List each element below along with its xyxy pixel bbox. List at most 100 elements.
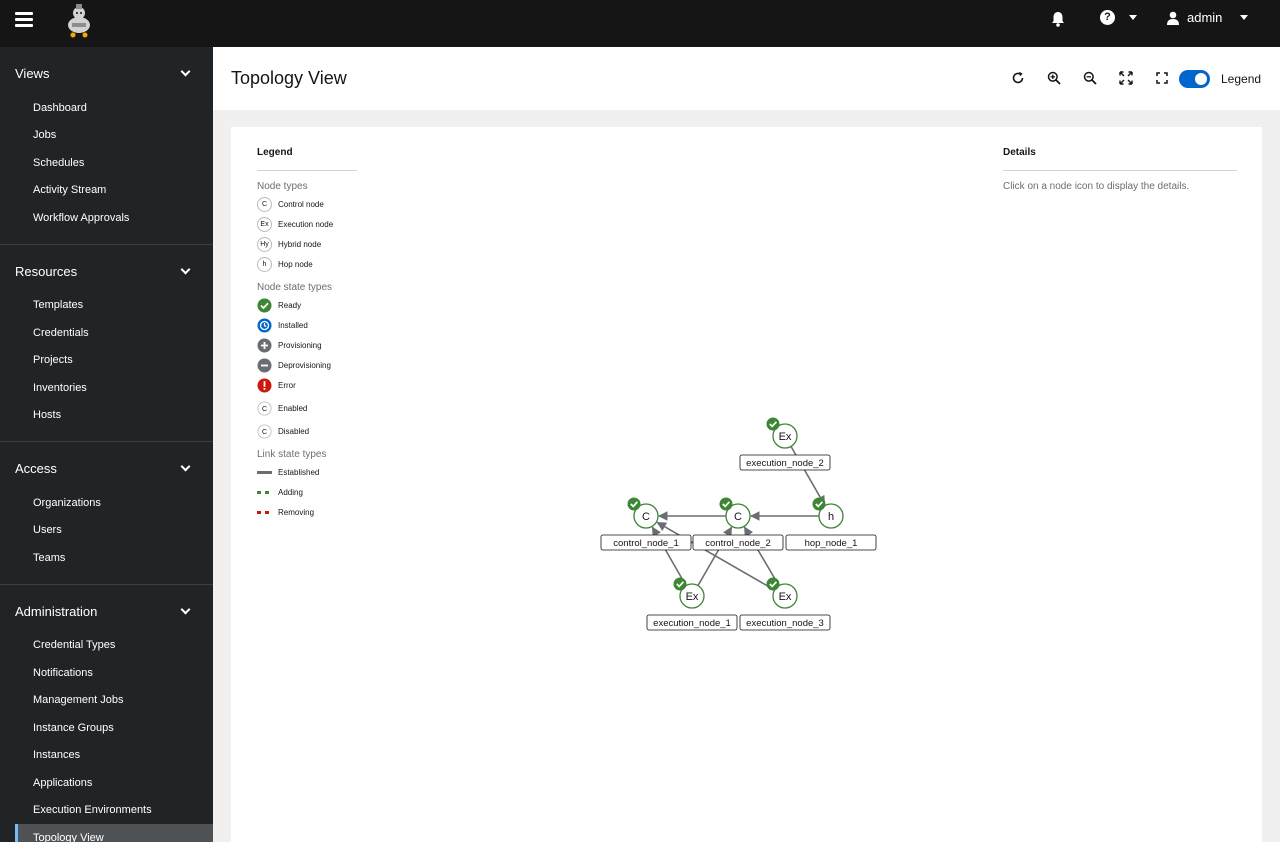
sidebar-item-templates[interactable]: Templates	[33, 299, 84, 312]
sidebar-item-instance-groups[interactable]: Instance Groups	[33, 721, 114, 734]
node-badge: C	[257, 197, 272, 212]
legend-label: Adding	[278, 488, 303, 497]
legend-link-state-adding: Adding	[257, 485, 357, 500]
clock-circle-icon	[257, 318, 272, 333]
link-execution-node-3-to-control-node-1[interactable]	[656, 521, 775, 591]
zoom-out-icon[interactable]	[1083, 71, 1097, 85]
node-circle[interactable]	[633, 503, 659, 529]
check-circle-icon	[766, 417, 780, 431]
nav-group-label: Views	[15, 66, 50, 81]
masthead: ? admin	[0, 0, 1280, 47]
minus-circle-icon	[257, 358, 272, 373]
node-badge: Ex	[257, 217, 272, 232]
nav-group-toggle-views[interactable]: Views	[0, 47, 213, 100]
node-circle[interactable]	[772, 423, 798, 449]
sidebar-item-jobs[interactable]: Jobs	[33, 129, 57, 142]
help-dropdown[interactable]: ?	[1100, 10, 1137, 25]
chevron-down-icon	[180, 264, 191, 274]
legend-label: Ready	[278, 301, 302, 310]
hamburger-menu-icon[interactable]	[15, 12, 33, 27]
sidebar-item-users[interactable]: Users	[33, 524, 62, 537]
node-label: execution_node_1	[653, 618, 731, 629]
sidebar-item-organizations[interactable]: Organizations	[33, 496, 101, 509]
sidebar-item-workflow-approvals[interactable]: Workflow Approvals	[33, 211, 130, 224]
nav-group-toggle-administration[interactable]: Administration	[0, 585, 213, 638]
username-label: admin	[1187, 10, 1223, 25]
fit-to-screen-icon[interactable]	[1119, 71, 1133, 85]
topology-graph[interactable]: Ex execution_node_2Ccontrol_node_1Ccontro…	[231, 127, 1262, 842]
bell-icon[interactable]	[1051, 11, 1065, 27]
sidebar-item-management-jobs[interactable]: Management Jobs	[33, 694, 124, 707]
node-badge: h	[257, 257, 272, 272]
node-types-heading: Node types	[257, 181, 308, 192]
node-execution-node-2[interactable]: Ex execution_node_2	[739, 417, 831, 471]
svg-text:C: C	[262, 406, 267, 413]
node-badge: Ex	[779, 431, 792, 443]
user-icon	[1167, 11, 1179, 25]
sidebar-item-credentials[interactable]: Credentials	[33, 326, 89, 339]
check-circle-icon	[812, 497, 826, 511]
sidebar-item-projects[interactable]: Projects	[33, 354, 73, 367]
node-label: execution_node_2	[746, 458, 824, 469]
node-badge: Ex	[686, 591, 699, 603]
node-circle[interactable]	[725, 503, 751, 529]
sidebar-item-dashboard[interactable]: Dashboard	[33, 101, 87, 114]
legend-node-state-error: Error	[257, 378, 357, 393]
legend-title: Legend	[257, 147, 357, 171]
user-dropdown[interactable]: admin	[1167, 10, 1249, 25]
sidebar-item-schedules[interactable]: Schedules	[33, 156, 85, 169]
details-title: Details	[1003, 147, 1237, 171]
refresh-icon[interactable]	[1011, 71, 1025, 85]
expand-icon[interactable]	[1155, 71, 1169, 85]
node-circle[interactable]	[818, 503, 844, 529]
sidebar-item-hosts[interactable]: Hosts	[33, 409, 62, 422]
link-dashed-icon	[257, 491, 272, 494]
node-circle[interactable]	[772, 583, 798, 609]
legend-label: Enabled	[278, 404, 308, 413]
legend-label: Deprovisioning	[278, 361, 331, 370]
sidebar-item-instances[interactable]: Instances	[33, 749, 81, 762]
nav-group-toggle-access[interactable]: Access	[0, 442, 213, 495]
disabled-node-icon: C	[257, 424, 272, 439]
sidebar-item-inventories[interactable]: Inventories	[33, 381, 87, 394]
sidebar-item-activity-stream[interactable]: Activity Stream	[33, 184, 107, 197]
details-panel: Details Click on a node icon to display …	[1003, 147, 1237, 192]
exclamation-circle-icon	[257, 378, 272, 393]
check-circle-icon	[673, 577, 687, 591]
legend-label: Execution node	[278, 220, 334, 229]
enabled-node-icon: C	[257, 401, 272, 416]
page-header: Topology View Legend	[213, 47, 1280, 110]
zoom-in-icon[interactable]	[1047, 71, 1061, 85]
node-badge: C	[734, 511, 742, 523]
nav-group-toggle-resources[interactable]: Resources	[0, 245, 213, 298]
sidebar-item-applications[interactable]: Applications	[33, 776, 93, 789]
sidebar-item-teams[interactable]: Teams	[33, 551, 66, 564]
legend-toggle[interactable]	[1179, 70, 1210, 88]
legend-label: Hybrid node	[278, 240, 322, 249]
awx-logo[interactable]	[62, 4, 96, 38]
sidebar-item-execution-environments[interactable]: Execution Environments	[33, 804, 152, 817]
node-badge: C	[642, 511, 650, 523]
node-label-box	[600, 534, 692, 551]
node-label-box	[739, 614, 831, 631]
node-execution-node-1[interactable]: Ex execution_node_1	[646, 577, 738, 631]
sidebar-item-notifications[interactable]: Notifications	[33, 666, 93, 679]
sidebar-item-topology-view[interactable]: Topology View	[15, 824, 213, 842]
nav-group-label: Administration	[15, 603, 98, 619]
node-circle[interactable]	[679, 583, 705, 609]
legend-node-type-execution-node: Ex Execution node	[257, 217, 357, 232]
caret-down-icon	[1240, 15, 1249, 20]
sidebar-item-credential-types[interactable]: Credential Types	[33, 639, 116, 652]
legend-label: Provisioning	[278, 341, 322, 350]
node-badge: Ex	[779, 591, 792, 603]
